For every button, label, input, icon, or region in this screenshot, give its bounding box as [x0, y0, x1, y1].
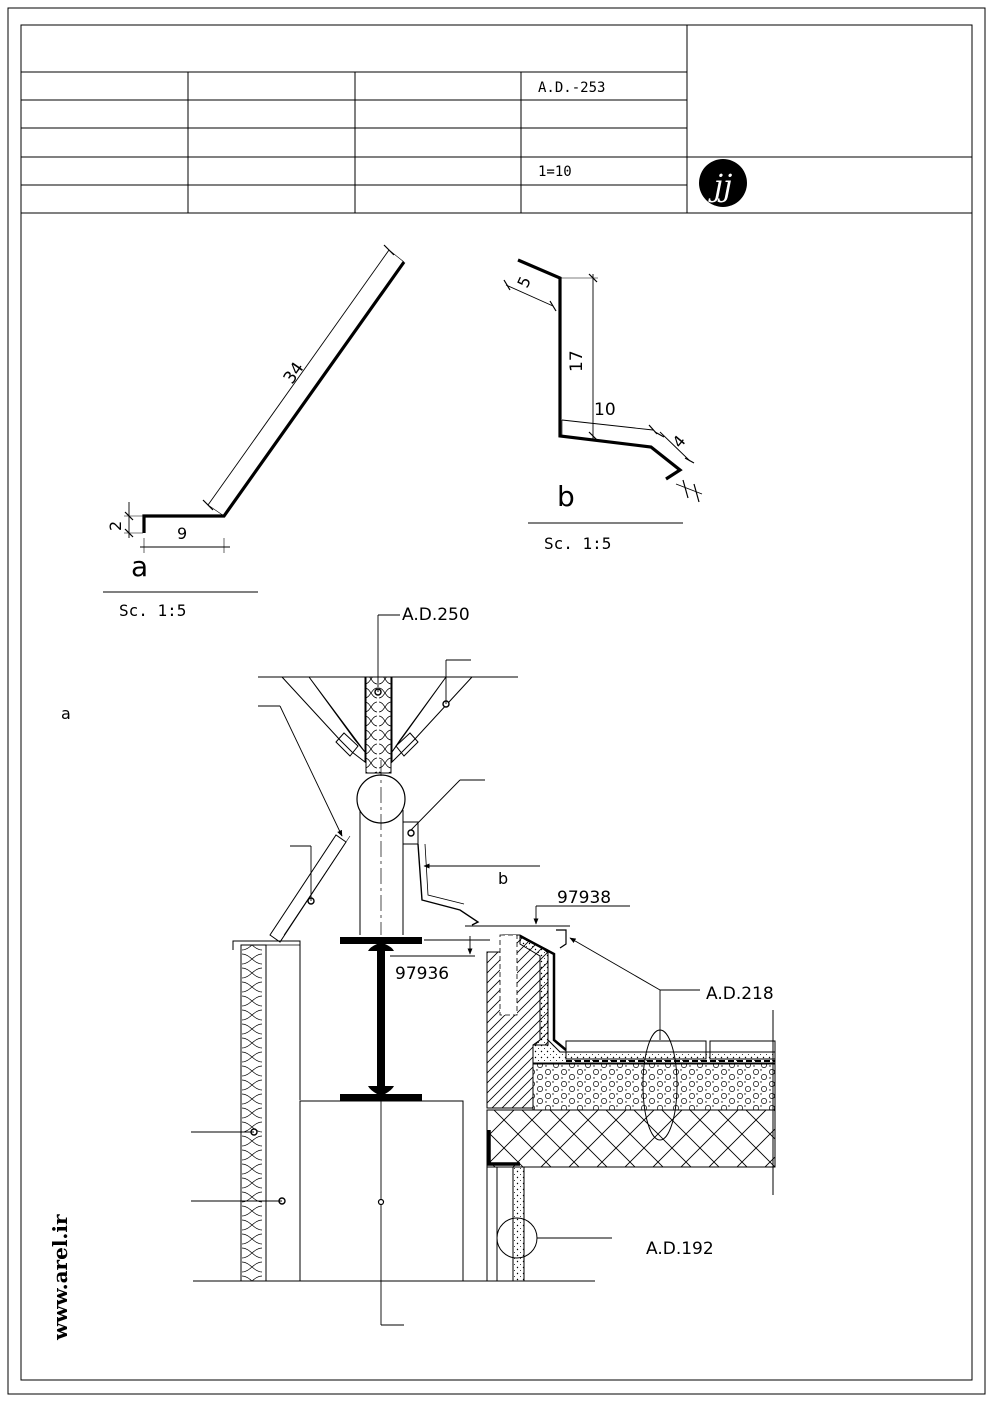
dim-vertical: 17 — [567, 350, 587, 372]
outer-frame — [7, 7, 986, 1395]
dim-base: 9 — [177, 524, 187, 543]
inner-frame — [20, 24, 973, 1381]
company-logo: jj — [699, 159, 747, 207]
detail-b-label: b — [557, 480, 575, 513]
ref-ad-192: A.D.192 — [646, 1239, 714, 1259]
detail-b: 5 17 10 4 b Sc. 1:5 — [503, 258, 703, 553]
watermark: www.arel.ir — [48, 1214, 72, 1341]
drawing-number: A.D.-253 — [538, 80, 605, 96]
dim-top: 5 — [513, 273, 535, 290]
detail-b-scale: Sc. 1:5 — [544, 534, 611, 553]
dim-slope: 34 — [280, 359, 309, 388]
ref-ad-218: A.D.218 — [706, 984, 774, 1004]
level-97938: 97938 — [557, 888, 611, 908]
level-97936: 97936 — [395, 964, 449, 984]
title-block — [21, 25, 972, 214]
drawing-scale: 1=10 — [538, 164, 572, 180]
dim-bottom: 10 — [594, 400, 616, 420]
dim-end: 4 — [669, 432, 690, 452]
ref-ad-250: A.D.250 — [402, 605, 470, 625]
section-drawing: A.D.250 b 97938 — [191, 605, 776, 1326]
detail-a: 34 2 9 a Sc. 1:5 — [103, 244, 406, 620]
detail-a-label: a — [131, 550, 148, 583]
section-label-b: b — [498, 869, 508, 888]
dim-height: 2 — [106, 521, 125, 531]
section-label-a: a — [61, 704, 71, 723]
detail-a-scale: Sc. 1:5 — [119, 601, 186, 620]
